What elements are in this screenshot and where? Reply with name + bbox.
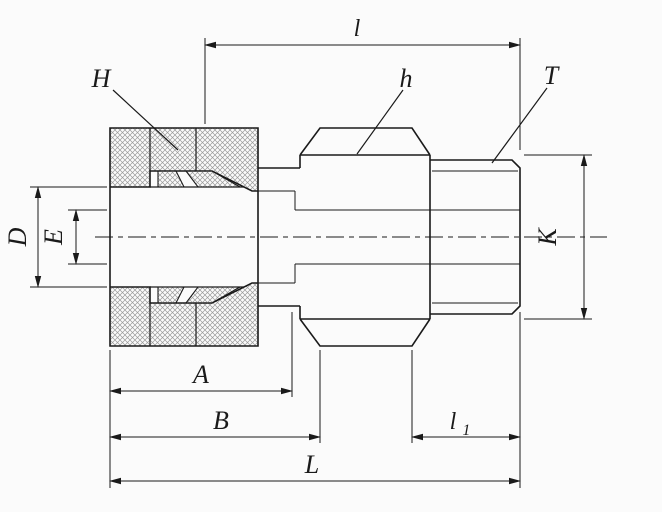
label-l1-subscript: 1 bbox=[462, 422, 470, 439]
label-B: B bbox=[213, 406, 229, 435]
dimension-B: B bbox=[109, 350, 321, 443]
male-thread bbox=[430, 159, 521, 315]
label-E: E bbox=[39, 229, 68, 246]
back-ferrule-bottom bbox=[157, 286, 185, 304]
label-L: L bbox=[304, 450, 319, 479]
thread-minor-lines bbox=[432, 170, 518, 304]
dimension-L: L bbox=[109, 450, 521, 485]
dimension-l1: l 1 bbox=[411, 350, 521, 443]
label-l: l bbox=[354, 16, 361, 42]
leader-line-h bbox=[356, 89, 404, 155]
label-l1-base: l bbox=[450, 409, 457, 435]
nut-step-lines bbox=[149, 128, 197, 346]
label-A: A bbox=[191, 360, 209, 389]
label-T: T bbox=[544, 61, 560, 90]
callout-H: H bbox=[91, 64, 179, 151]
leader-line-H bbox=[112, 89, 179, 151]
internal-bore bbox=[258, 190, 520, 284]
fitting-cross-section bbox=[95, 127, 607, 347]
body-neck bbox=[258, 167, 300, 307]
dimension-D: D bbox=[3, 186, 107, 288]
callout-T: T bbox=[491, 61, 560, 164]
dimension-A: A bbox=[109, 312, 293, 397]
callout-h: h bbox=[356, 64, 413, 155]
ferrules bbox=[150, 170, 244, 304]
dimension-E: E bbox=[39, 209, 107, 265]
back-ferrule-top bbox=[157, 170, 185, 188]
label-K: K bbox=[533, 227, 562, 247]
label-D: D bbox=[3, 227, 32, 247]
label-H: H bbox=[91, 64, 112, 93]
dimension-K: K bbox=[524, 154, 592, 320]
label-h: h bbox=[400, 64, 413, 93]
dimension-l: l bbox=[204, 16, 521, 150]
body-hex bbox=[299, 127, 431, 347]
label-l1: l 1 bbox=[450, 409, 471, 439]
